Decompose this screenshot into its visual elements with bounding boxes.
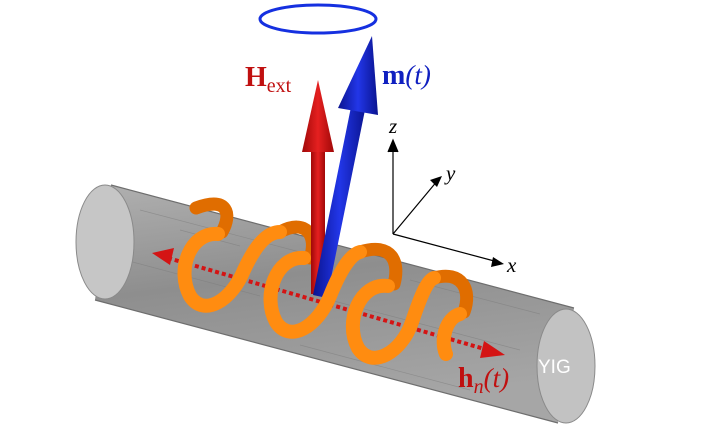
cylinder-body [95,185,574,423]
m-label-arg: (t) [405,60,430,90]
h-ext-label-sub: ext [267,75,292,97]
hn-label-sub: n [474,376,484,398]
m-label: m(t) [382,60,431,91]
precession-orbit-icon [258,3,378,35]
coil-front [177,225,467,365]
hn-label-arg: (t) [484,363,509,393]
coil-back [189,197,474,319]
cylinder-top-edge [110,184,575,309]
cylinder-right-face [536,308,596,424]
material-label: YIG [538,357,571,378]
hn-field-arrow [152,248,505,358]
m-arrow [313,36,378,298]
h-ext-label-main: H [245,62,267,93]
m-label-main: m [382,60,405,91]
yig-cylinder: YIG [75,184,596,424]
cylinder-bottom-edge [94,299,559,424]
y-axis-label: y [444,161,456,185]
coordinate-axes [387,138,504,267]
cylinder-left-face [75,184,135,300]
z-axis-label: z [388,114,397,138]
h-ext-label: Hext [245,62,292,97]
hn-label-main: h [458,363,474,394]
x-axis-label: x [506,253,517,277]
hn-label: hn(t) [458,363,509,398]
